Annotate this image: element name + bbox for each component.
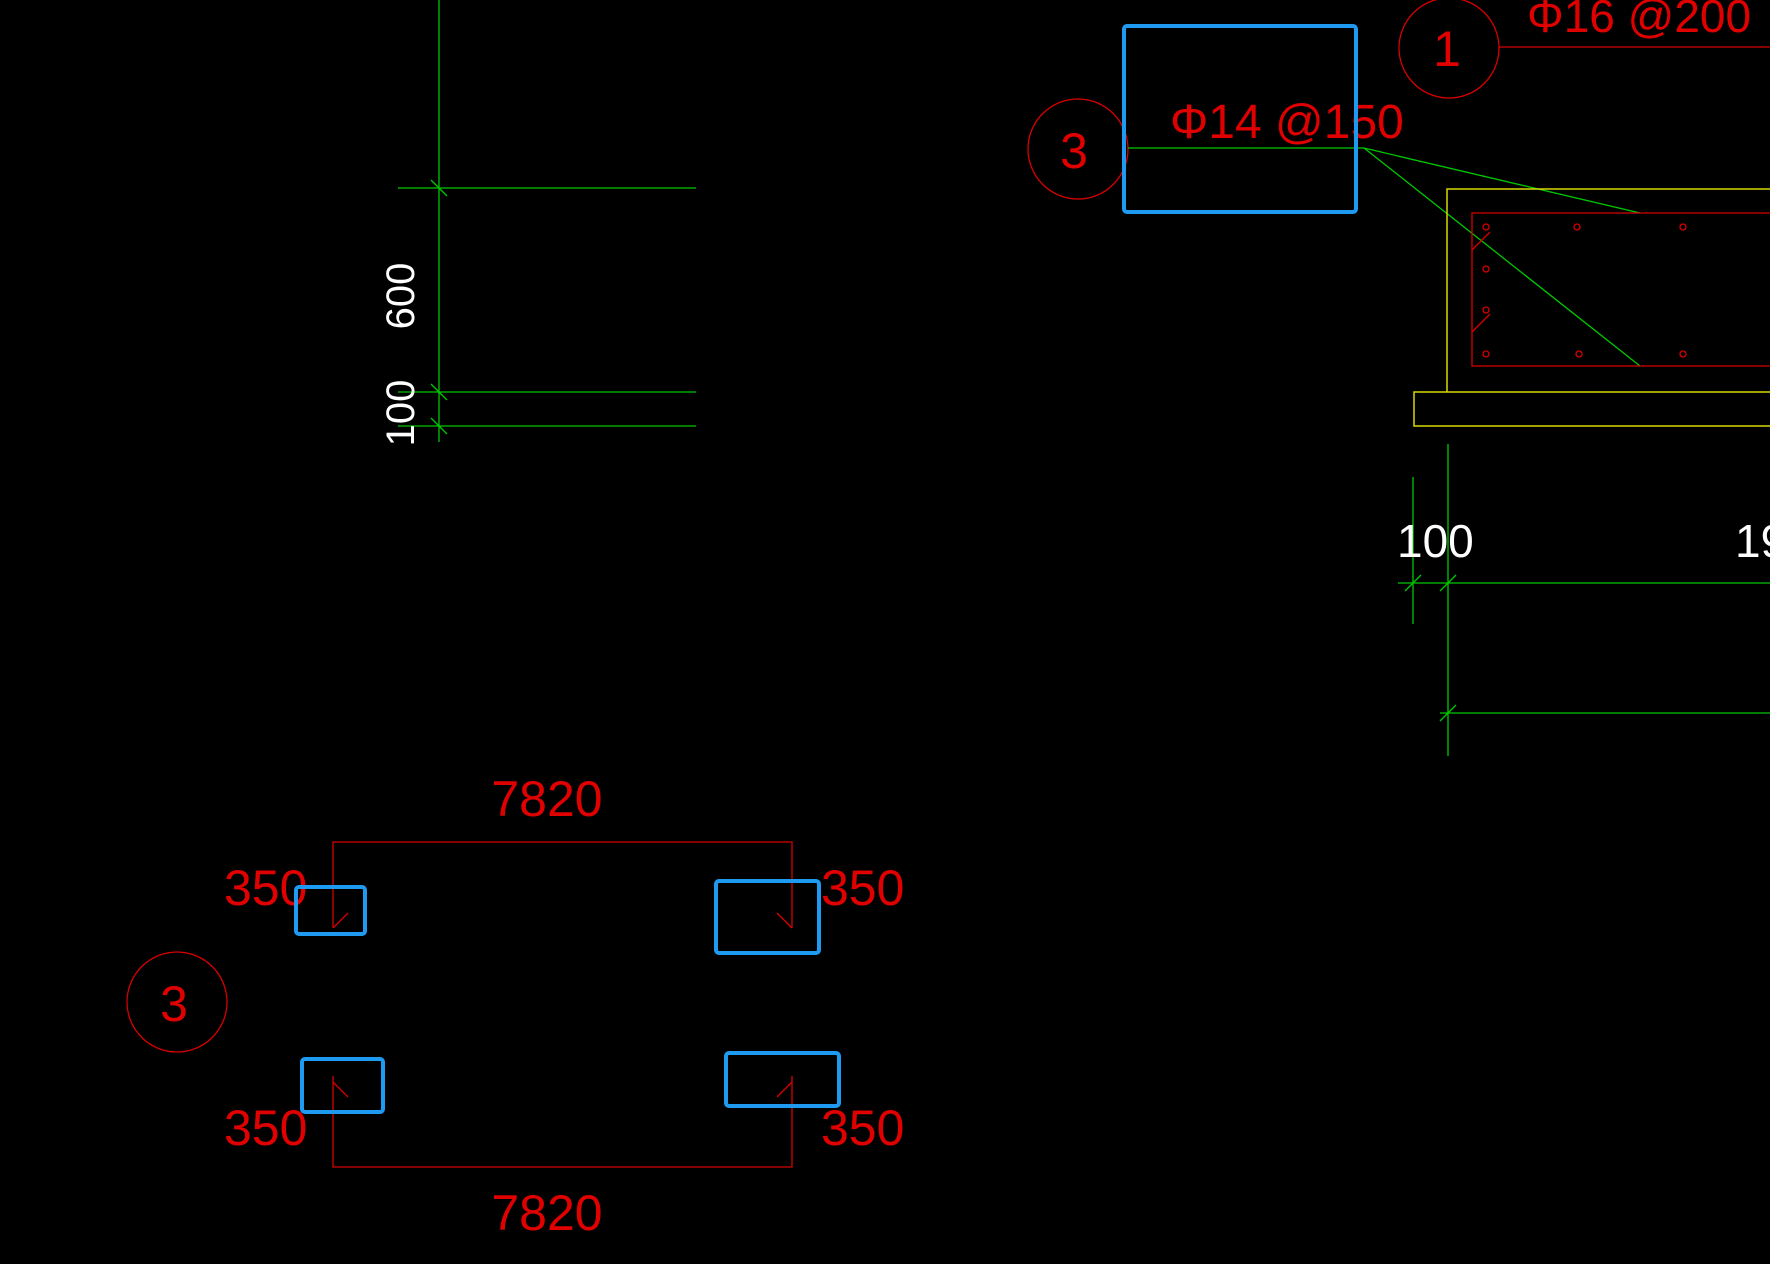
rebar-dot (1575, 350, 1583, 358)
horizontal-dimension-group: 100 19 (1397, 444, 1770, 756)
hook-length-top-left: 350 (224, 860, 307, 916)
leader-line-3-diagonal-b (1363, 147, 1641, 367)
hook-length-bottom-right: 350 (821, 1100, 904, 1156)
stirrup-hook (1471, 313, 1491, 333)
tick-mark (1439, 574, 1457, 592)
highlight-box-hook-top-left[interactable] (294, 885, 367, 936)
beam-section-group (1413, 188, 1770, 427)
dimension-100-label-horizontal: 100 (1397, 515, 1474, 567)
rebar-label-side: Φ14 @150 (1170, 96, 1404, 149)
callout-3-bottom-label: 3 (160, 976, 188, 1032)
stirrup-outline (1471, 212, 1770, 367)
rebar-label-top: Φ16 @200 (1527, 0, 1751, 42)
tick-mark (1404, 574, 1422, 592)
stirrup-hook (1471, 231, 1491, 251)
callout-circle-3 (1027, 98, 1129, 200)
vertical-dimension-group: 600 100 (379, 0, 696, 446)
callout-1-label: 1 (1433, 21, 1461, 77)
leader-line-3-diagonal-a (1363, 147, 1641, 214)
stirrup-hook-top-right (776, 912, 793, 929)
callout-3-top-group: 3 Φ14 @150 (1027, 24, 1641, 367)
stirrup-hook-bottom-left (332, 1081, 349, 1098)
beam-outline (1446, 188, 1770, 392)
rebar-dot (1482, 223, 1490, 231)
stirrup-top-segment (332, 841, 793, 928)
stirrup-bottom-segment (332, 1076, 793, 1168)
rebar-dot (1482, 350, 1490, 358)
dimension-600-label: 600 (379, 263, 423, 330)
tick-mark (430, 417, 448, 435)
highlight-box-hook-bottom-right[interactable] (724, 1051, 841, 1108)
rebar-dot (1679, 350, 1687, 358)
rebar-dot (1679, 223, 1687, 231)
slab-outline (1413, 391, 1770, 427)
stirrup-hook-bottom-right (776, 1081, 793, 1098)
rebar-dot (1482, 306, 1490, 314)
dimension-100-label: 100 (379, 380, 423, 447)
dimension-19-label: 19 (1735, 515, 1770, 567)
callout-circle-1 (1398, 0, 1500, 99)
callout-3-label: 3 (1060, 123, 1088, 179)
tick-mark (1439, 704, 1457, 722)
callout-1-group: 1 Φ16 @200 (1398, 0, 1770, 99)
highlight-box-hook-bottom-left[interactable] (300, 1057, 385, 1114)
highlight-box-rebar-label[interactable] (1122, 24, 1358, 214)
rebar-dot (1482, 265, 1490, 273)
hook-length-bottom-left: 350 (224, 1100, 307, 1156)
stirrup-hook-top-left (332, 912, 349, 929)
stirrup-top-length: 7820 (491, 771, 602, 827)
stirrup-detail-group: 3 7820 7820 350 350 350 350 (126, 771, 904, 1241)
hook-length-top-right: 350 (821, 860, 904, 916)
callout-circle-3-bottom (126, 951, 228, 1053)
rebar-dot (1573, 223, 1581, 231)
highlight-box-hook-top-right[interactable] (714, 879, 821, 955)
tick-mark (430, 179, 448, 197)
stirrup-bottom-length: 7820 (491, 1185, 602, 1241)
tick-mark (430, 383, 448, 401)
